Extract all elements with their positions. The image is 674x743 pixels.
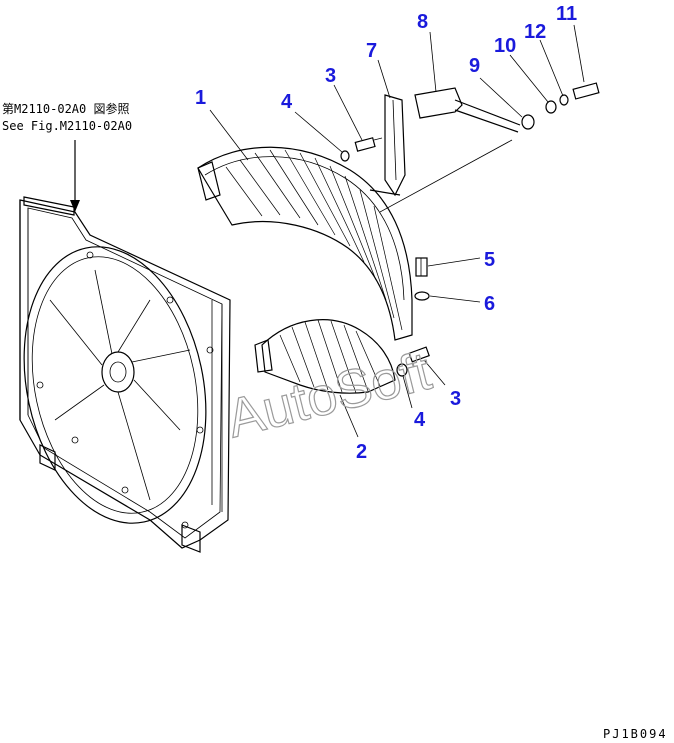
drawing-code: PJ1B094 <box>603 727 668 741</box>
washer-lower-4 <box>396 363 408 377</box>
reference-note-jp: 第M2110-02A0 図参照 <box>2 101 129 116</box>
bolt-11 <box>572 82 600 100</box>
callout-5: 5 <box>484 249 495 271</box>
washer-6 <box>414 291 430 301</box>
callout-11: 11 <box>556 3 577 25</box>
callout-8: 8 <box>417 11 428 33</box>
callout-3-lower: 3 <box>450 388 461 410</box>
watermark: AutoSoft <box>221 341 437 449</box>
washer-upper-4 <box>340 150 350 162</box>
reference-note-en: See Fig.M2110-02A0 <box>2 119 132 133</box>
reference-arrow <box>70 140 80 212</box>
nut-9 <box>521 114 535 130</box>
callout-numbers: 1 2 3 3 4 4 5 6 7 8 9 10 12 11 <box>195 3 577 463</box>
callout-4-upper: 4 <box>281 91 293 113</box>
bracket-part-7 <box>369 94 406 197</box>
bolt-5 <box>415 257 428 277</box>
callout-4-lower: 4 <box>414 409 426 431</box>
upper-fan-shroud <box>197 146 413 341</box>
callout-3-upper: 3 <box>325 65 336 87</box>
bolt-upper-3 <box>354 137 383 152</box>
bracket-part-8 <box>379 87 521 213</box>
callout-6: 6 <box>484 293 495 315</box>
radiator-frame <box>19 196 231 553</box>
callout-10: 10 <box>494 35 516 57</box>
washer-12 <box>559 94 569 106</box>
callout-12: 12 <box>524 21 546 43</box>
leader-lines <box>209 24 585 438</box>
bolt-lower-3 <box>408 346 430 363</box>
washer-10 <box>545 100 557 114</box>
callout-1: 1 <box>195 87 206 109</box>
callout-7: 7 <box>366 40 377 62</box>
lower-fan-shroud <box>254 319 396 394</box>
callout-2: 2 <box>356 441 367 463</box>
callout-9: 9 <box>469 55 480 77</box>
